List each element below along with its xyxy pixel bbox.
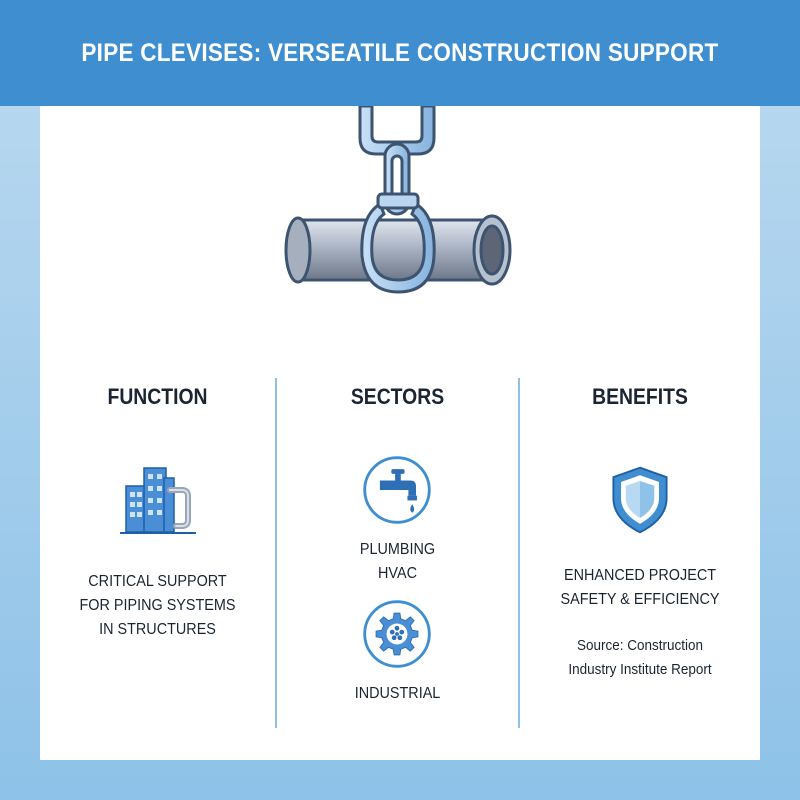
column-divider bbox=[275, 378, 277, 728]
building-pipe-icon bbox=[120, 467, 196, 534]
function-line: FOR PIPING SYSTEMS bbox=[79, 597, 236, 614]
column-divider bbox=[518, 378, 520, 728]
pipe bbox=[284, 214, 512, 286]
source-line: Source: Construction bbox=[576, 637, 704, 654]
sectors-column: SECTORS PLUMBING HVAC bbox=[277, 376, 518, 726]
benefits-column: BENEFITS ENHANCED PROJECT SAFETY & EFFIC… bbox=[520, 376, 760, 726]
benefit-line: ENHANCED PROJECT bbox=[563, 567, 717, 584]
content-panel: FUNCTION CRITICAL SUPPORT FOR PIPI bbox=[40, 106, 760, 760]
function-description: CRITICAL SUPPORT FOR PIPING SYSTEMS IN S… bbox=[52, 570, 264, 642]
sector-label: HVAC bbox=[378, 565, 417, 582]
sector-labels-1: PLUMBING HVAC bbox=[289, 538, 506, 586]
source-line: Industry Institute Report bbox=[568, 661, 712, 678]
gear-icon bbox=[363, 600, 431, 668]
function-line: CRITICAL SUPPORT bbox=[88, 573, 227, 590]
function-line: IN STRUCTURES bbox=[99, 621, 216, 638]
function-column: FUNCTION CRITICAL SUPPORT FOR PIPI bbox=[40, 376, 275, 726]
benefits-description: ENHANCED PROJECT SAFETY & EFFICIENCY bbox=[532, 564, 748, 612]
sector-labels-2: INDUSTRIAL bbox=[289, 682, 506, 706]
header-banner: PIPE CLEVISES: VERSEATILE CONSTRUCTION S… bbox=[0, 0, 800, 106]
pipe-clevis-illustration bbox=[284, 106, 512, 294]
sector-label: INDUSTRIAL bbox=[354, 685, 441, 702]
hanger-link bbox=[358, 106, 436, 156]
page-title: PIPE CLEVISES: VERSEATILE CONSTRUCTION S… bbox=[81, 38, 719, 67]
benefits-source: Source: Construction Industry Institute … bbox=[532, 634, 748, 682]
sector-label: PLUMBING bbox=[359, 541, 436, 558]
shield-icon bbox=[612, 466, 668, 534]
function-heading: FUNCTION bbox=[107, 384, 208, 409]
benefit-line: SAFETY & EFFICIENCY bbox=[560, 591, 720, 608]
clevis bbox=[360, 192, 436, 294]
faucet-icon bbox=[363, 456, 431, 524]
sectors-heading: SECTORS bbox=[350, 384, 445, 409]
benefits-heading: BENEFITS bbox=[592, 384, 688, 409]
